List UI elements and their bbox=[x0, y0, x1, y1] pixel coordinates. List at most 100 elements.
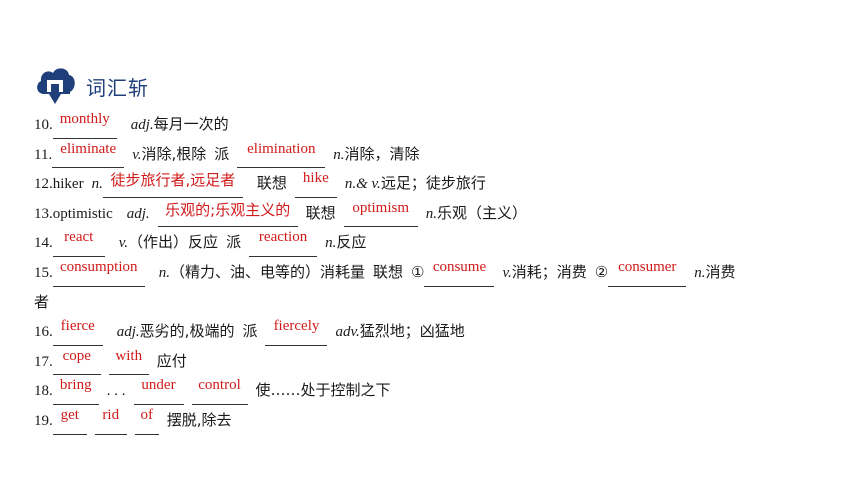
circled-number: ① bbox=[411, 262, 425, 281]
answer-text: consumption bbox=[60, 258, 138, 275]
answer-blank: elimination bbox=[237, 140, 326, 171]
part-of-speech: adv. bbox=[335, 324, 360, 341]
definition: 消除，清除 bbox=[344, 144, 420, 163]
answer-blank: hike bbox=[294, 170, 337, 200]
item-number: 17. bbox=[34, 353, 53, 370]
answer-text: consumer bbox=[618, 258, 677, 275]
vocab-item-18: 18. bring . . . under control 使……处于控制之下 bbox=[34, 376, 834, 406]
answer-text: consume bbox=[432, 258, 487, 275]
part-of-speech: v. bbox=[118, 235, 129, 252]
part-of-speech: n. bbox=[694, 264, 706, 281]
definition: 反应 bbox=[336, 233, 367, 252]
vocab-item-17: 17.cope with 应付 bbox=[34, 347, 834, 377]
part-of-speech: n. bbox=[425, 205, 437, 222]
answer-blank: optimism bbox=[343, 199, 418, 230]
definition: 消费 bbox=[705, 262, 736, 281]
section-title: 词汇斩 bbox=[86, 75, 149, 100]
answer-text: fierce bbox=[60, 318, 95, 335]
vocab-item-12: 12.hiker n. 徒步旅行者,远足者 联想 hike n.& v.远足；徒步旅行 bbox=[34, 169, 834, 199]
answer-text: eliminate bbox=[60, 140, 117, 157]
derived-label: 派 bbox=[242, 322, 258, 341]
vocab-item-13: 13.optimistic adj. 乐观的;乐观主义的联想 optimism n.乐观… bbox=[34, 199, 834, 229]
associate-label: 联想 bbox=[256, 174, 287, 193]
derived-label: 派 bbox=[226, 233, 242, 252]
part-of-speech: n. bbox=[333, 146, 345, 163]
answer-text: control bbox=[198, 377, 241, 394]
answer-text: optimism bbox=[352, 199, 410, 216]
part-of-speech: n. bbox=[325, 235, 337, 252]
answer-blank: consume bbox=[424, 258, 495, 289]
associate-label: 联想 bbox=[305, 203, 336, 222]
part-of-speech: n. bbox=[158, 264, 170, 281]
definition: 猛烈地；凶猛地 bbox=[359, 322, 465, 341]
answer-text: reaction bbox=[258, 229, 308, 246]
definition: 恶劣的,极端的 bbox=[139, 322, 235, 341]
item-number: 18. bbox=[34, 383, 53, 400]
section-header: 词汇斩 bbox=[34, 64, 149, 108]
answer-blank: cope bbox=[52, 348, 101, 378]
answer-blank: reaction bbox=[249, 229, 318, 259]
answer-text: bring bbox=[59, 377, 92, 394]
answer-text: 徒步旅行者,远足者 bbox=[110, 171, 236, 190]
answer-text: react bbox=[64, 229, 94, 246]
derived-label: 派 bbox=[214, 144, 230, 163]
answer-blank: with bbox=[108, 347, 149, 378]
answer-text: fiercely bbox=[273, 318, 320, 335]
answer-text: with bbox=[115, 347, 143, 364]
item-number: 14. bbox=[34, 235, 53, 252]
answer-blank: consumer bbox=[608, 258, 687, 289]
answer-blank: get bbox=[52, 406, 87, 437]
definition: 摆脱,除去 bbox=[166, 410, 232, 429]
definition: 消除,根除 bbox=[141, 144, 207, 163]
definition: 远足；徒步旅行 bbox=[380, 174, 486, 193]
definition: 乐观（主义） bbox=[436, 203, 527, 222]
answer-text: 乐观的;乐观主义的 bbox=[165, 200, 291, 219]
definition: 每月一次的 bbox=[153, 115, 229, 133]
item-number: 19. bbox=[34, 412, 53, 429]
part-of-speech: v. bbox=[132, 146, 142, 163]
part-of-speech: adj. bbox=[116, 324, 140, 341]
answer-blank: under bbox=[133, 377, 184, 407]
answer-blank: 徒步旅行者,远足者 bbox=[102, 169, 243, 200]
vocab-item-11: 11. eliminate v.消除,根除派 elimination n.消除，清除 bbox=[34, 140, 834, 170]
definition: 应付 bbox=[156, 351, 187, 370]
definition: 消耗；消费 bbox=[511, 262, 587, 281]
answer-blank: fierce bbox=[52, 318, 103, 348]
answer-blank: rid bbox=[94, 407, 127, 437]
definition: 使……处于控制之下 bbox=[255, 381, 391, 400]
answer-text: get bbox=[60, 406, 79, 423]
part-of-speech: n.& bbox=[344, 176, 372, 193]
definition: （作出）反应 bbox=[128, 233, 219, 252]
item-number: 16. bbox=[34, 324, 53, 341]
answer-text: hike bbox=[302, 170, 329, 187]
answer-text: elimination bbox=[247, 140, 316, 157]
item-number: 15. bbox=[34, 264, 53, 281]
answer-blank: fiercely bbox=[265, 318, 328, 348]
vocab-item-15-continued: 者 bbox=[34, 288, 834, 318]
circled-number: ② bbox=[594, 262, 609, 281]
definition: 者 bbox=[34, 292, 50, 311]
answer-blank: of bbox=[134, 406, 159, 437]
vocab-item-16: 16. fierce adj.恶劣的,极端的派 fiercely adv.猛烈地；凶猛地 bbox=[34, 317, 834, 347]
answer-blank: monthly bbox=[52, 111, 117, 141]
ellipsis: . . . bbox=[106, 383, 126, 400]
item-number: 11. bbox=[34, 146, 53, 163]
answer-text: of bbox=[140, 406, 154, 423]
item-word: 13.optimistic bbox=[34, 205, 113, 222]
answer-blank: eliminate bbox=[52, 140, 125, 171]
vocab-item-14: 14. react v.（作出）反应派 reaction n.反应 bbox=[34, 228, 834, 258]
answer-blank: consumption bbox=[52, 258, 145, 289]
part-of-speech: adj. bbox=[126, 205, 150, 222]
answer-blank: react bbox=[52, 229, 105, 259]
part-of-speech: n. bbox=[91, 176, 103, 193]
answer-blank: 乐观的;乐观主义的 bbox=[157, 199, 298, 230]
part-of-speech: v. bbox=[371, 176, 381, 193]
definition: （精力、油、电等的）消耗量 bbox=[170, 262, 366, 281]
answer-text: under bbox=[141, 377, 176, 394]
answer-blank: bring bbox=[52, 377, 99, 407]
item-word: 12.hiker bbox=[34, 176, 84, 193]
part-of-speech: v. bbox=[502, 264, 512, 281]
